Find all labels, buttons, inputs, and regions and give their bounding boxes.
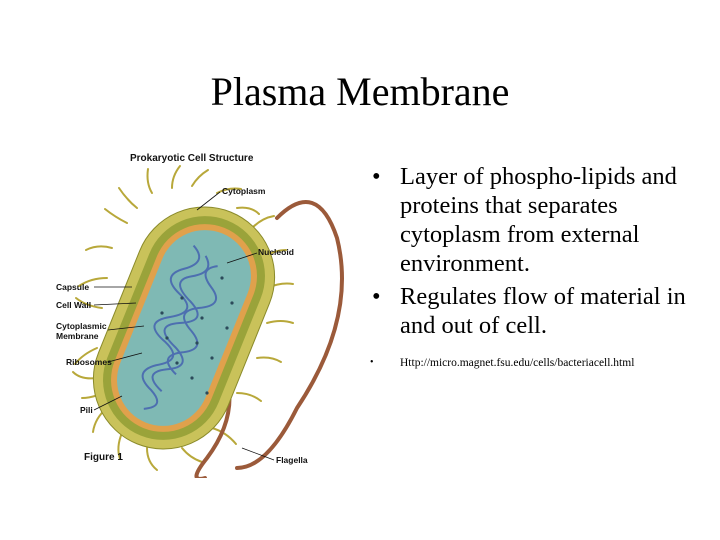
label-ribosomes: Ribosomes	[66, 357, 112, 367]
bullet-mark: •	[372, 283, 381, 310]
label-cytoplasmic-membrane-line2: Membrane	[56, 331, 99, 341]
slide-title: Plasma Membrane	[210, 69, 510, 114]
label-leader-lines	[93, 191, 275, 461]
bullet-text: Layer of phospho-lipids and proteins tha…	[400, 163, 677, 277]
bullet-mark: •	[370, 357, 374, 368]
label-cytoplasm: Cytoplasm	[222, 186, 266, 196]
nucleoid	[141, 244, 218, 410]
bullet-list: • Layer of phospho-lipids and proteins t…	[360, 162, 700, 374]
bacterium-illustration	[72, 165, 344, 478]
label-cytoplasmic-membrane-line1: Cytoplasmic	[56, 321, 107, 331]
bullet-mark: •	[372, 163, 381, 190]
label-pili: Pili	[80, 405, 93, 415]
bullet-item: • Layer of phospho-lipids and proteins t…	[360, 162, 700, 278]
label-flagella: Flagella	[276, 455, 308, 465]
figure-title: Prokaryotic Cell Structure	[130, 153, 254, 164]
figure-caption: Figure 1	[84, 452, 123, 463]
bullet-item-source-link: • Http://micro.magnet.fsu.edu/cells/bact…	[360, 356, 700, 370]
bullet-item: • Regulates flow of material in and out …	[360, 282, 700, 340]
label-capsule: Capsule	[56, 282, 90, 292]
label-nucleoid: Nucleoid	[258, 247, 294, 257]
prokaryotic-cell-figure: Prokaryotic Cell Structure Cytoplasm Nuc…	[52, 148, 352, 478]
bullet-text: Regulates flow of material in and out of…	[400, 283, 686, 339]
cytoplasm-region	[117, 230, 251, 426]
label-cell-wall: Cell Wall	[56, 300, 92, 310]
ribosomes	[160, 276, 234, 395]
source-url: Http://micro.magnet.fsu.edu/cells/bacter…	[400, 357, 635, 369]
